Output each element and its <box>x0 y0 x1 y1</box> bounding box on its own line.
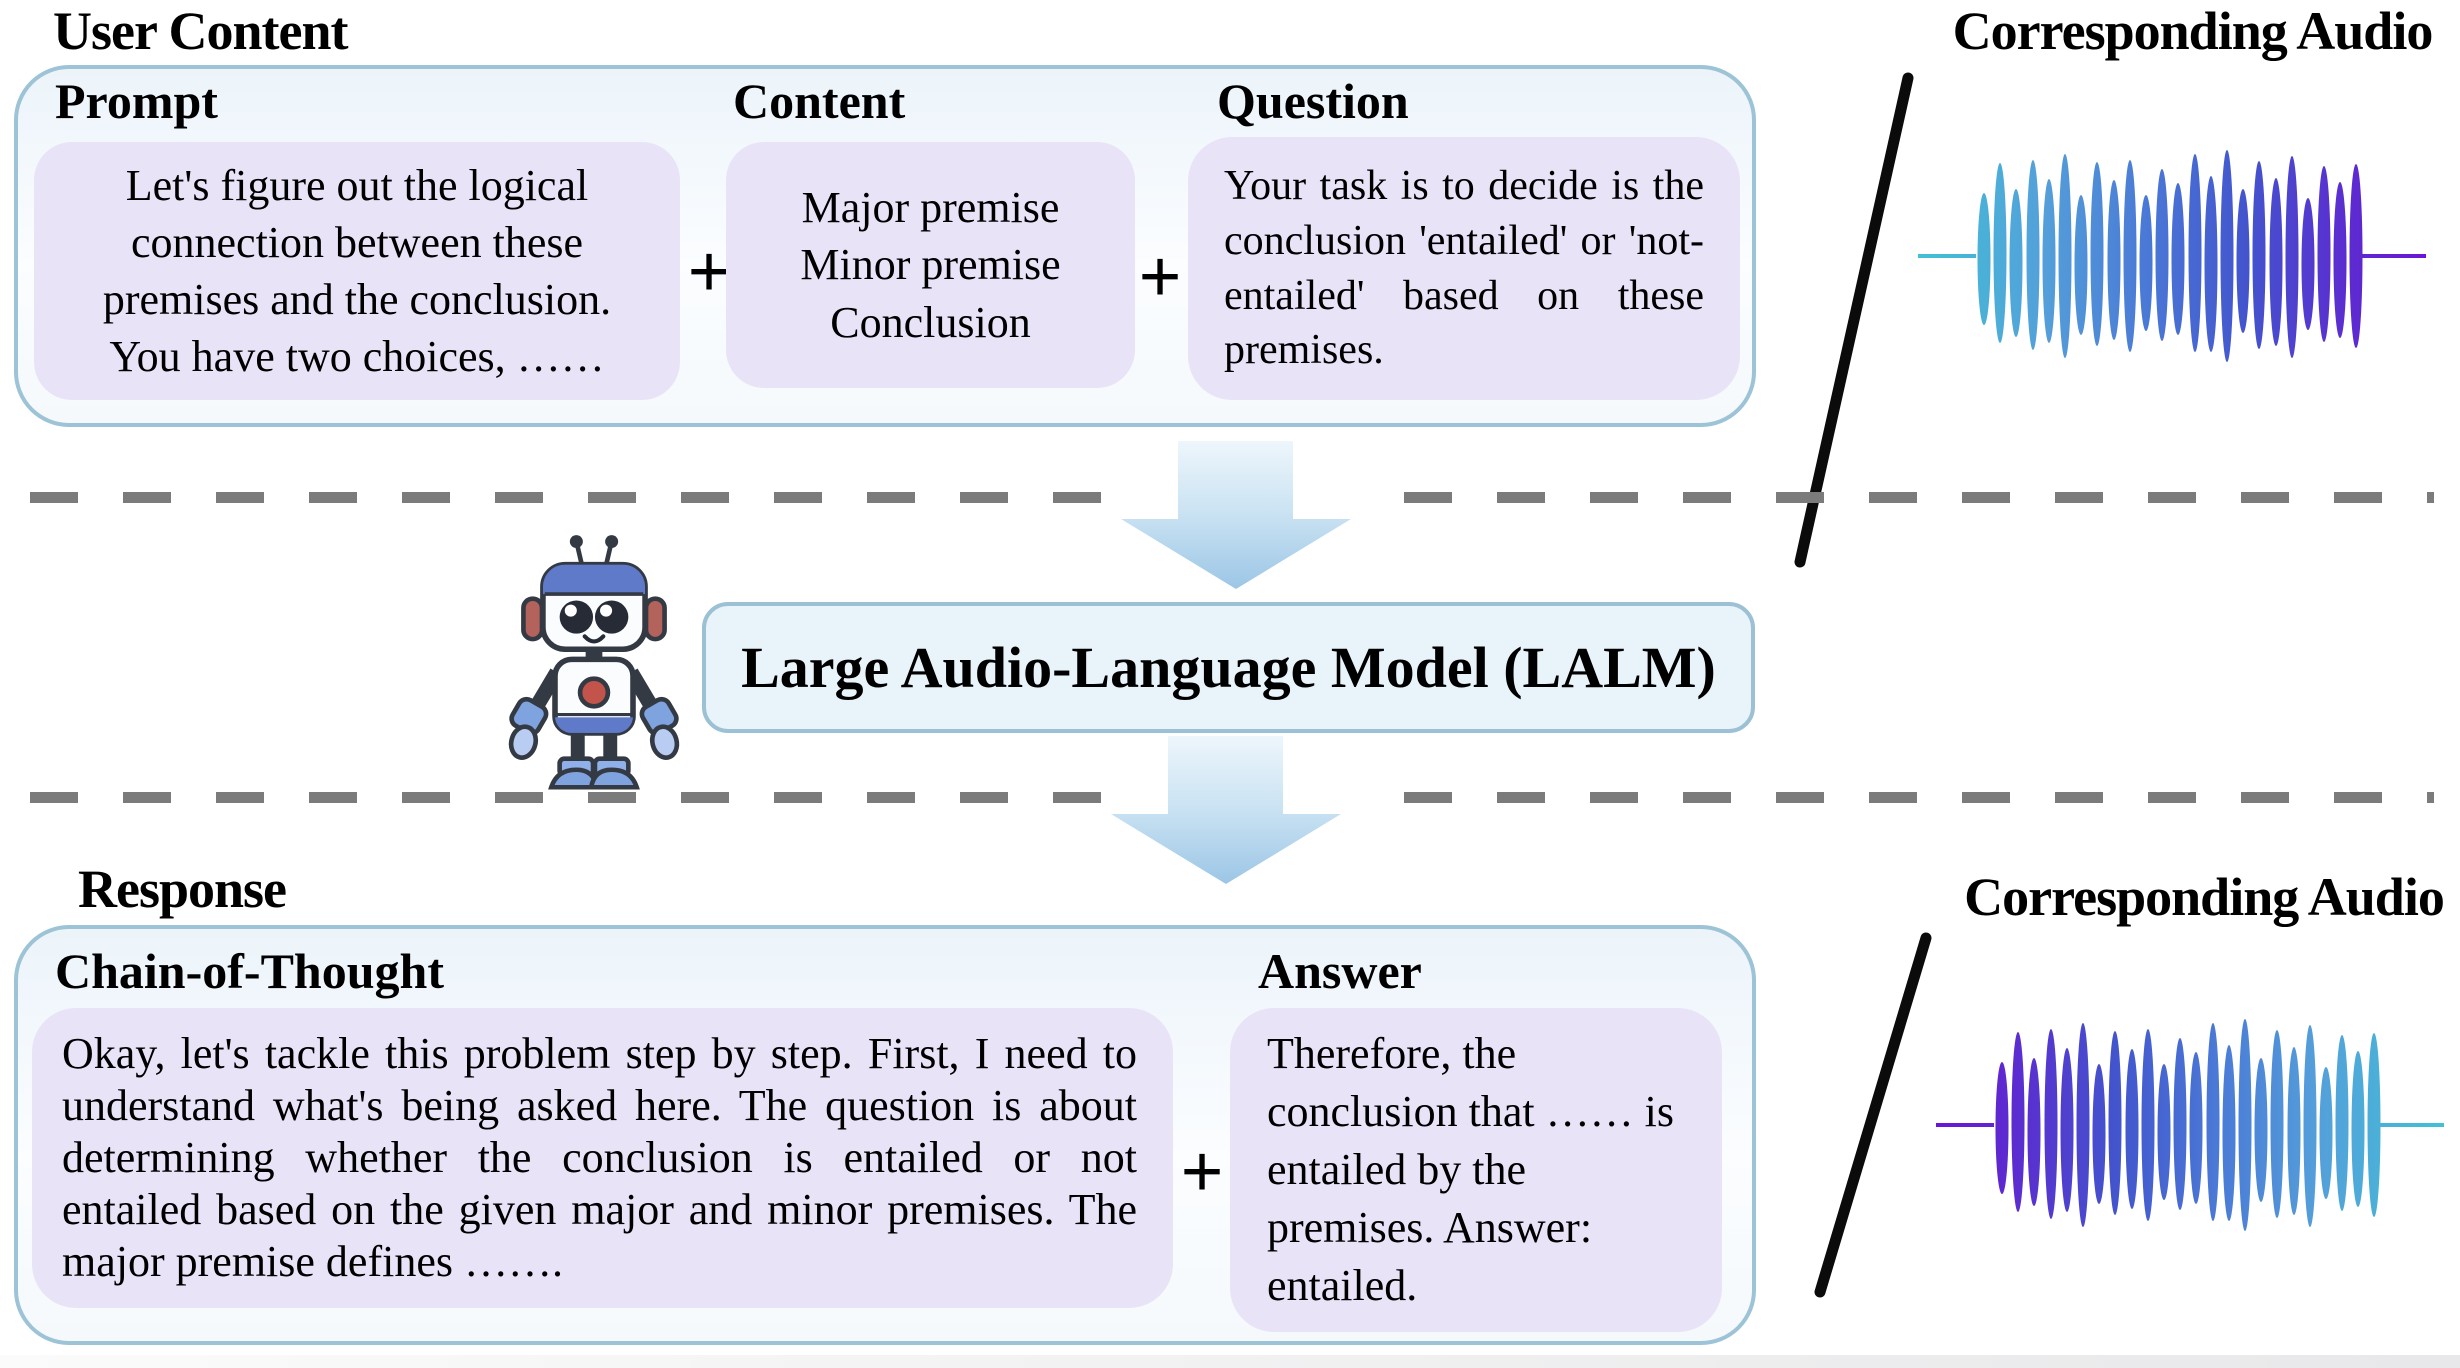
prompt-box: Let's figure out the logical connection … <box>34 142 680 400</box>
lalm-model-box: Large Audio-Language Model (LALM) <box>702 602 1755 733</box>
prompt-label: Prompt <box>55 73 218 129</box>
chain-of-thought-label: Chain-of-Thought <box>55 943 444 999</box>
plus-sign: + <box>1138 234 1182 319</box>
diagonal-slash-icon <box>1794 72 1914 568</box>
question-box: Your task is to decide is the conclusion… <box>1188 137 1740 400</box>
prompt-text: Let's figure out the logical connection … <box>102 160 612 382</box>
corresponding-audio-title-top: Corresponding Audio <box>1952 1 2434 61</box>
plus-sign: + <box>1180 1129 1224 1214</box>
chain-of-thought-box: Okay, let's tackle this problem step by … <box>32 1008 1173 1308</box>
user-content-title: User Content <box>53 1 348 61</box>
waveform-icon <box>1936 1019 2444 1231</box>
answer-label: Answer <box>1258 943 1422 999</box>
bottom-edge-shade <box>0 1355 2460 1368</box>
chain-of-thought-text: Okay, let's tackle this problem step by … <box>62 1029 1137 1286</box>
corresponding-audio-title-bottom: Corresponding Audio <box>1964 867 2445 927</box>
down-arrow-icon <box>1121 441 1351 589</box>
dashed-separator <box>30 492 1114 503</box>
dashed-separator <box>1404 492 2434 503</box>
plus-sign: + <box>687 229 731 314</box>
robot-icon <box>508 535 680 790</box>
response-title: Response <box>78 859 287 919</box>
question-label: Question <box>1217 73 1409 129</box>
content-label: Content <box>733 73 906 129</box>
lalm-model-label: Large Audio-Language Model (LALM) <box>741 635 1716 700</box>
answer-box: Therefore, the conclusion that …… is ent… <box>1230 1008 1722 1332</box>
answer-text: Therefore, the conclusion that …… is ent… <box>1267 1028 1674 1311</box>
waveform-icon <box>1918 150 2426 362</box>
down-arrow-icon <box>1111 736 1341 884</box>
dashed-separator <box>1404 792 2434 803</box>
dashed-separator <box>30 792 1114 803</box>
content-text: Major premise Minor premise Conclusion <box>800 183 1061 347</box>
content-box: Major premise Minor premise Conclusion <box>726 142 1135 388</box>
question-text: Your task is to decide is the conclusion… <box>1224 163 1704 374</box>
diagonal-slash-icon <box>1814 932 1932 1298</box>
